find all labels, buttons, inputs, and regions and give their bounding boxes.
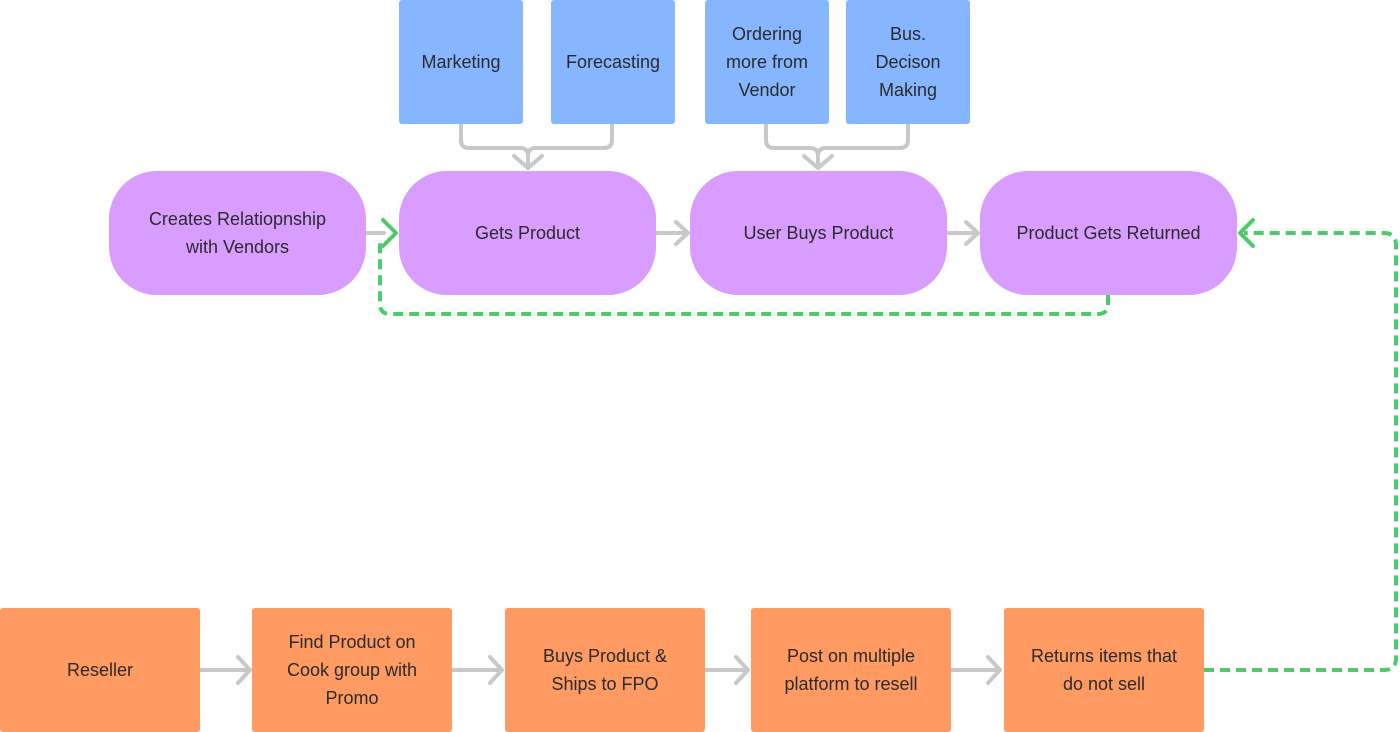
node-label: Ordering more from Vendor [725, 24, 808, 100]
node-label: Buys Product & Ships to FPO [542, 646, 668, 694]
node-label: Post on multiple platform to resell [784, 646, 918, 694]
arrowhead-gets-product-top [512, 154, 544, 170]
node-ordering-more-from-vendor[interactable]: Ordering more from Vendor [705, 0, 829, 124]
node-buys-product-ships-fpo[interactable]: Buys Product & Ships to FPO [505, 608, 705, 732]
node-label: Find Product on Cook group with Promo [286, 632, 418, 708]
node-returns-unsold-items[interactable]: Returns items that do not sell [1004, 608, 1204, 732]
node-label: Creates Relatiopnship with Vendors [148, 209, 327, 257]
edge-buys-ships-to-post-resell [703, 655, 750, 685]
node-business-decision-making[interactable]: Bus. Decison Making [846, 0, 970, 124]
node-gets-product[interactable]: Gets Product [399, 171, 656, 295]
edge-post-resell-to-returns-items [949, 655, 1002, 685]
node-product-gets-returned[interactable]: Product Gets Returned [980, 171, 1237, 295]
edge-decision-to-user-buys [816, 122, 910, 170]
node-label: Marketing [421, 52, 501, 72]
node-creates-relationship[interactable]: Creates Relatiopnship with Vendors [109, 171, 366, 295]
node-label: Returns items that do not sell [1030, 646, 1178, 694]
edge-user-buys-to-returned [944, 220, 980, 246]
node-reseller[interactable]: Reseller [0, 608, 200, 732]
node-marketing[interactable]: Marketing [399, 0, 523, 124]
node-label: Forecasting [565, 52, 661, 72]
node-label: User Buys Product [743, 223, 894, 243]
edge-ordering-to-user-buys [764, 122, 820, 170]
node-label: Gets Product [474, 223, 581, 243]
node-post-multiple-platforms[interactable]: Post on multiple platform to resell [751, 608, 951, 732]
node-user-buys-product[interactable]: User Buys Product [690, 171, 947, 295]
arrowhead-user-buys-top [802, 154, 834, 170]
edge-forecasting-to-gets-product [526, 122, 614, 170]
node-forecasting[interactable]: Forecasting [551, 0, 675, 124]
arrowhead-gets-product-green [381, 218, 398, 248]
edge-returns-items-to-returned-dashed [1204, 231, 1398, 672]
edge-gets-product-to-user-buys [654, 220, 690, 246]
node-label: Bus. Decison Making [875, 24, 941, 100]
edge-find-product-to-buys-ships [451, 655, 504, 685]
edge-reseller-to-find-product [199, 655, 252, 685]
edge-marketing-to-gets-product [459, 122, 530, 170]
node-label: Product Gets Returned [1016, 223, 1201, 243]
arrowhead-returned-green [1238, 218, 1255, 248]
node-find-product-cook-group[interactable]: Find Product on Cook group with Promo [252, 608, 452, 732]
node-label: Reseller [66, 660, 134, 680]
